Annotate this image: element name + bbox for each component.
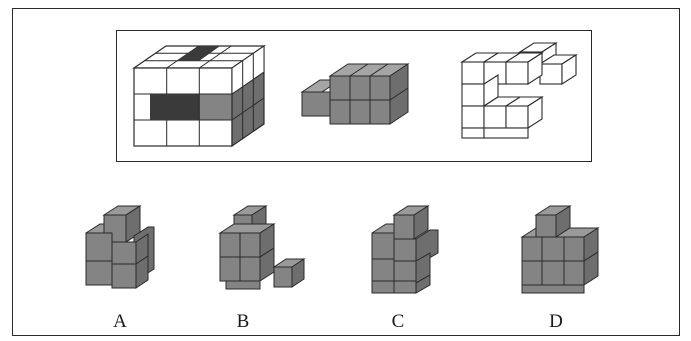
option-b-figure bbox=[216, 203, 308, 295]
figure-cube-with-cavity bbox=[126, 40, 276, 150]
option-c-label[interactable]: C bbox=[383, 311, 413, 333]
option-c-figure bbox=[368, 203, 444, 299]
option-a-label[interactable]: A bbox=[105, 311, 135, 333]
option-d-label[interactable]: D bbox=[541, 311, 571, 333]
figure-grey-block-piece bbox=[300, 62, 415, 142]
option-a-figure bbox=[84, 203, 160, 295]
option-d-figure bbox=[518, 203, 602, 297]
figure-white-block-piece bbox=[458, 40, 583, 150]
option-b-label[interactable]: B bbox=[228, 311, 258, 333]
